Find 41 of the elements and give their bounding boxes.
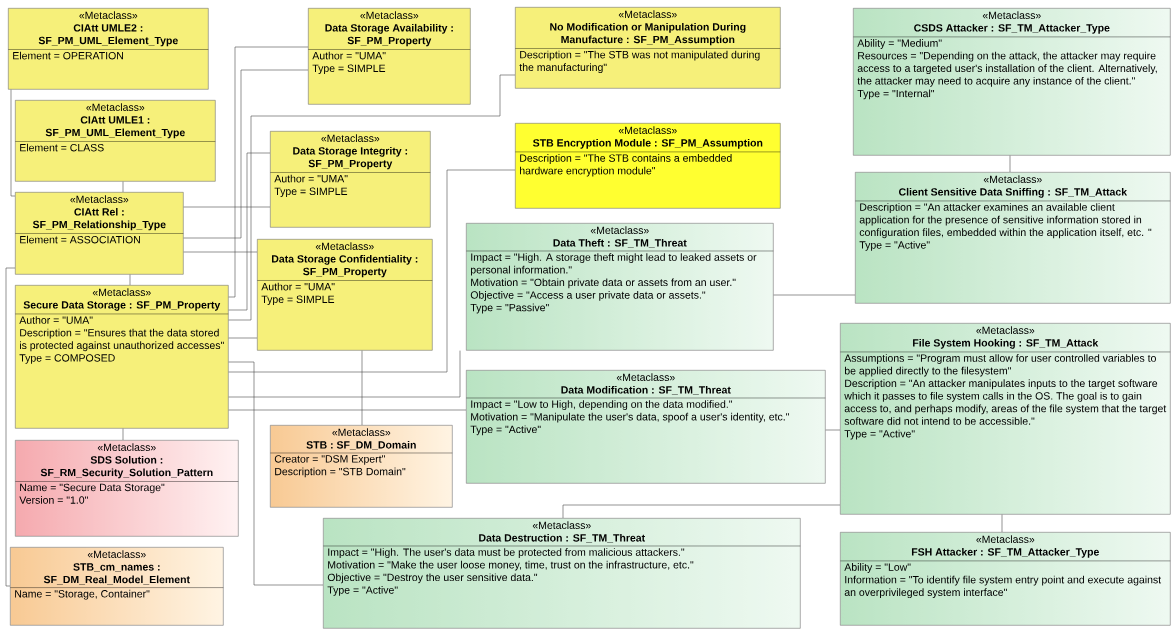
connector-line xyxy=(1009,155,1011,173)
class-box: «Metaclass» File System Hooking : SF_TM_Attack Assumptions = "Program must allow for user controlled variables to be applied directly to the filesystem" Description = "An attacker manipulates inputs to the target software which it passes to file system calls in the OS. The goal is to gain access to, and perhaps modify, areas of the file system that the target software did not intend to be accessible." Type = "Active" xyxy=(840,323,1171,515)
connector-line xyxy=(228,361,324,586)
class-box: «Metaclass» STB Encryption Module : SF_PM_Assumption Description = "The STB contains a embedded hardware encryption module" xyxy=(515,123,781,209)
class-box: «Metaclass» CIAtt UMLE1 : SF_PM_UML_Element_Type Element = CLASS xyxy=(15,100,216,182)
connector-line xyxy=(122,181,124,193)
connector-line xyxy=(228,46,309,298)
connector-line xyxy=(228,409,467,411)
connector-line xyxy=(228,350,461,398)
class-box: «Metaclass» CIAtt UMLE2 : SF_PM_UML_Element_Type Element = OPERATION xyxy=(8,8,209,90)
connector-line xyxy=(773,294,856,296)
class-box: «Metaclass» Data Storage Confidentiality : SF_PM_Property Author = "UMA" Type = SIMPLE xyxy=(257,239,433,351)
class-box: «Metaclass» Data Theft : SF_TM_Threat Impact = "High. A storage theft might lead to leaked assets or personal information." Motivation = "Obtain private data or assets from an user." Objective = "Access a user private data or assets." Type = "Passive" xyxy=(466,223,774,351)
connector-line xyxy=(183,206,271,208)
connector-line xyxy=(183,251,258,253)
connector-line xyxy=(10,89,16,197)
connector-line xyxy=(122,428,124,441)
class-box: «Metaclass» STB : SF_DM_Domain Creator = "DSM Expert" Description = "STB Domain" xyxy=(270,425,453,508)
class-box: «Metaclass» Data Storage Availability : SF_PM_Property Author = "UMA" Type = SIMPLE xyxy=(308,8,471,105)
class-box: «Metaclass» SDS Solution : SF_RM_Security_Solution_Pattern Name = "Secure Data Storage" Version = "1.0" xyxy=(15,440,239,537)
class-box: «Metaclass» Secure Data Storage : SF_PM_Property Author = "UMA" Description = "Ensures that the data stored is protected against unauthorized accesses" Type = COMPOSED xyxy=(15,285,229,429)
connector-line xyxy=(183,69,309,239)
connector-line xyxy=(129,274,131,286)
class-box: «Metaclass» Data Storage Integrity : SF_PM_Property Author = "UMA" Type = SIMPLE xyxy=(270,131,431,228)
connector-line xyxy=(1001,514,1003,533)
class-box: «Metaclass» Data Destruction : SF_TM_Threat Impact = "High. The user's data must be protected from malicious attackers." Motivation = "Make the user loose money, time, trust on the infrastructure, etc." Objective = "Destroy the user sensitive data." Type = "Active" xyxy=(323,518,801,629)
connector-line xyxy=(825,429,841,431)
class-box: «Metaclass» No Modification or Manipulation During Manufacture : SF_PM_Assumption Description = "The STB was not manipulated during the manufacturing" xyxy=(515,7,781,89)
connector-line xyxy=(361,350,363,426)
connector-line xyxy=(562,504,841,519)
connector-line xyxy=(228,337,258,339)
class-box: «Metaclass» FSH Attacker : SF_TM_Attacker_Type Ability = "Low" Information = "To identify file system entry point and execute against an overprivileged system interface" xyxy=(840,532,1171,626)
class-box: «Metaclass» CIAtt Rel : SF_PM_Relationship_Type Element = ASSOCIATION xyxy=(15,192,184,275)
connector-line xyxy=(5,267,16,587)
connector-line xyxy=(228,152,271,311)
class-box: «Metaclass» Data Modification : SF_TM_Threat Impact = "Low to High, depending on the data modified." Motivation = "Manipulate the user's data, spoof a user's identity, etc." Type = "Active" xyxy=(466,370,826,484)
class-box: «Metaclass» STB_cm_names : SF_DM_Real_Model_Element Name = "Storage, Container" xyxy=(10,547,224,626)
class-box: «Metaclass» Client Sensitive Data Sniffing : SF_TM_Attack Description = "An attacker examines an available client application for the presence of sensitive information stored in configuration files, embedded within the application itself, etc. " Type = "Active" xyxy=(855,172,1171,304)
class-box: «Metaclass» CSDS Attacker : SF_TM_Attacker_Type Ability = "Medium" Resources = "Depending on the attack, the attacker may require access to a targeted user's installation of the client. Alternatively, the attacker may need to acquire any instance of the client." Type = "Internal" xyxy=(853,8,1171,156)
connector-line xyxy=(228,74,516,321)
connector-line xyxy=(228,169,516,373)
